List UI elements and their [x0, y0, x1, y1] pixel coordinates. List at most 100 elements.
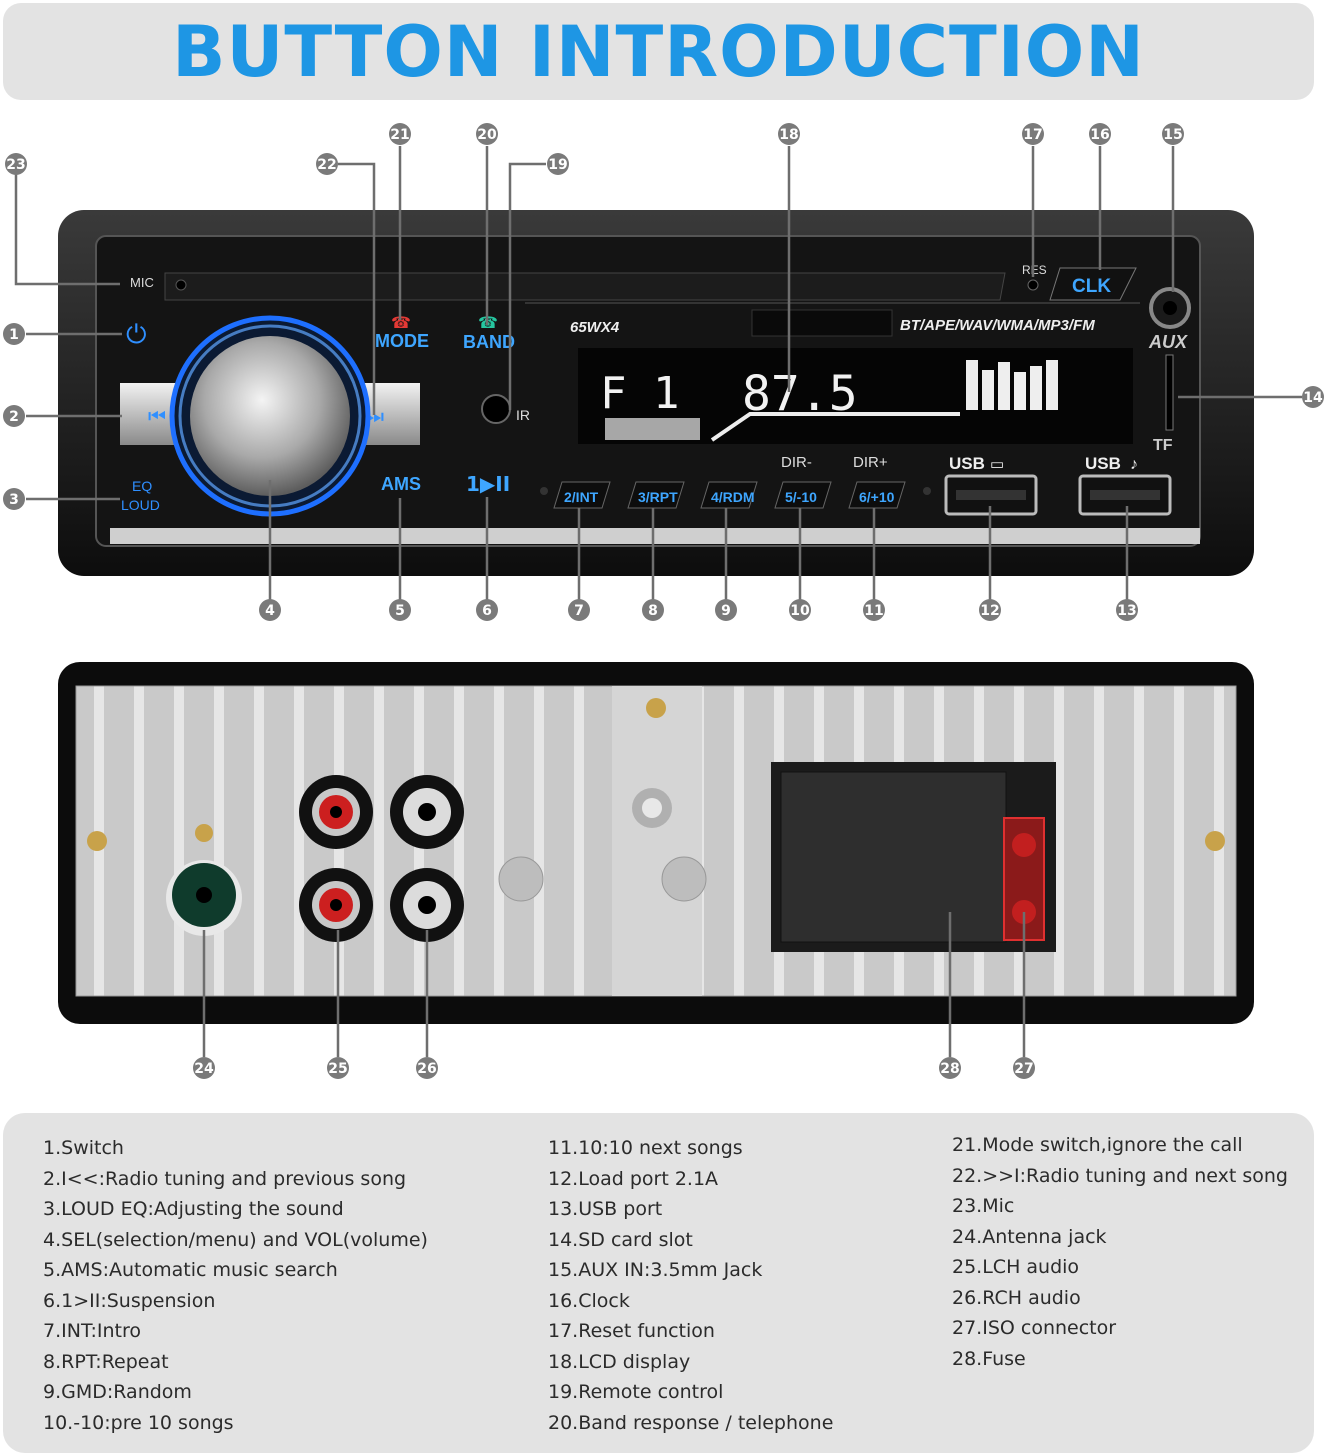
callout-number: 23 — [6, 157, 25, 173]
callout-7: 7 — [568, 599, 590, 621]
legend-item: 7.INT:Intro — [43, 1320, 141, 1342]
rca-right-top[interactable] — [390, 775, 464, 849]
prev-icon[interactable]: ⏮ — [148, 406, 166, 428]
callout-21: 21 — [389, 123, 411, 145]
rca-left-top[interactable] — [299, 775, 373, 849]
callout-3: 3 — [3, 488, 25, 510]
legend-item: 10.-10:pre 10 songs — [43, 1411, 234, 1434]
callout-24: 24 — [193, 1057, 215, 1079]
callout-number: 13 — [1117, 603, 1136, 619]
legend-item: 25.LCH audio — [952, 1256, 1080, 1278]
legend-item: 12.Load port 2.1A — [548, 1167, 719, 1190]
callout-13: 13 — [1116, 599, 1138, 621]
callout-number: 4 — [265, 603, 275, 619]
callout-12: 12 — [979, 599, 1001, 621]
callout-6: 6 — [476, 599, 498, 621]
legend-item: 2.I<<:Radio tuning and previous song — [43, 1167, 407, 1190]
callout-2: 2 — [3, 405, 25, 427]
callout-number: 15 — [1163, 127, 1182, 143]
volume-knob[interactable] — [190, 336, 350, 496]
callout-number: 24 — [194, 1061, 214, 1077]
mode-button[interactable]: MODE — [375, 331, 429, 351]
legend-item: 22.>>I:Radio tuning and next song — [952, 1164, 1288, 1187]
phone-hangup-icon: ☎ — [391, 315, 411, 332]
lcd-spectrum — [966, 360, 1058, 410]
legend-item: 18.LCD display — [548, 1350, 691, 1373]
callout-19: 19 — [547, 153, 569, 175]
tf-label: TF — [1153, 437, 1173, 454]
preset-label: 3/RPT — [638, 489, 678, 505]
preset-button-3[interactable]: 3/RPT — [627, 481, 685, 509]
preset-button-5[interactable]: 5/-10 — [774, 481, 832, 509]
callout-4: 4 — [259, 599, 281, 621]
clock-button[interactable]: CLK — [1072, 276, 1111, 297]
ams-button[interactable]: AMS — [381, 474, 421, 494]
ir-sensor — [481, 394, 511, 424]
dir-minus-label: DIR- — [781, 454, 812, 471]
callout-16: 16 — [1089, 123, 1111, 145]
callout-number: 17 — [1023, 127, 1042, 143]
next-icon[interactable]: ⏭ — [366, 406, 384, 428]
legend-item: 14.SD card slot — [548, 1228, 693, 1251]
preset-button-2[interactable]: 2/INT — [553, 481, 611, 509]
callout-23: 23 — [5, 153, 27, 175]
band-button[interactable]: BAND — [463, 332, 515, 352]
callout-8: 8 — [642, 599, 664, 621]
music-note-icon: ♪ — [1130, 456, 1138, 473]
legend-column-1: 1.Switch 2.I<<:Radio tuning and previous … — [43, 1133, 428, 1438]
reset-button[interactable] — [1027, 279, 1039, 291]
legend-item: 8.RPT:Repeat — [43, 1350, 169, 1373]
callout-18: 18 — [778, 123, 800, 145]
model-label: 65WX4 — [570, 319, 620, 336]
callout-number: 10 — [790, 603, 810, 619]
legend-item: 6.1>II:Suspension — [43, 1289, 216, 1312]
callout-25: 25 — [327, 1057, 349, 1079]
callout-27: 27 — [1013, 1057, 1035, 1079]
callout-15: 15 — [1162, 123, 1184, 145]
rca-left-bottom[interactable] — [299, 868, 373, 942]
callout-number: 18 — [779, 127, 798, 143]
res-label: RES — [1022, 263, 1047, 277]
legend-column-3: 21.Mode switch,ignore the call 22.>>I:Rad… — [952, 1130, 1288, 1374]
legend-item: 26.RCH audio — [952, 1286, 1081, 1309]
preset-label: 6/+10 — [859, 489, 895, 505]
ir-label: IR — [516, 407, 530, 423]
eq-label[interactable]: EQ — [132, 478, 152, 494]
preset-button-4[interactable]: 4/RDM — [700, 481, 758, 509]
rear-panel — [58, 662, 1254, 1024]
legend-item: 5.AMS:Automatic music search — [43, 1259, 338, 1281]
legend-item: 13.USB port — [548, 1198, 663, 1220]
legend-item: 3.LOUD EQ:Adjusting the sound — [43, 1198, 344, 1220]
preset-label: 4/RDM — [711, 489, 755, 505]
legend-item: 1.Switch — [43, 1137, 124, 1159]
dir-plus-label: DIR+ — [853, 454, 888, 471]
preset-label: 2/INT — [564, 489, 599, 505]
callout-number: 9 — [721, 603, 731, 619]
legend-item: 21.Mode switch,ignore the call — [952, 1134, 1243, 1156]
callout-number: 19 — [548, 157, 567, 173]
callout-number: 27 — [1014, 1061, 1033, 1077]
callout-number: 28 — [940, 1061, 959, 1077]
legend-item: 28.Fuse — [952, 1347, 1026, 1370]
callout-10: 10 — [789, 599, 811, 621]
callout-number: 12 — [980, 603, 999, 619]
callout-number: 21 — [390, 127, 409, 143]
legend-panel: 1.Switch 2.I<<:Radio tuning and previous … — [3, 1113, 1314, 1453]
callout-28: 28 — [939, 1057, 961, 1079]
usb-charge-label: USB — [949, 454, 985, 473]
callout-20: 20 — [476, 123, 498, 145]
mic-hole — [175, 279, 187, 291]
preset-button-6[interactable]: 6/+10 — [848, 481, 906, 509]
play-pause-button[interactable]: 1▶II — [466, 472, 510, 496]
loud-label[interactable]: LOUD — [121, 497, 160, 513]
callout-number: 20 — [477, 127, 497, 143]
preset-buttons: 2/INT 3/RPT 4/RDM 5/-10 6/+10 — [553, 481, 906, 509]
power-icon[interactable]: ⏻ — [126, 319, 147, 349]
rca-right-bottom[interactable] — [390, 868, 464, 942]
legend-item: 17.Reset function — [548, 1320, 715, 1342]
formats-label: BT/APE/WAV/WMA/MP3/FM — [900, 317, 1095, 334]
callout-17: 17 — [1022, 123, 1044, 145]
tf-card-slot[interactable] — [1165, 354, 1174, 431]
